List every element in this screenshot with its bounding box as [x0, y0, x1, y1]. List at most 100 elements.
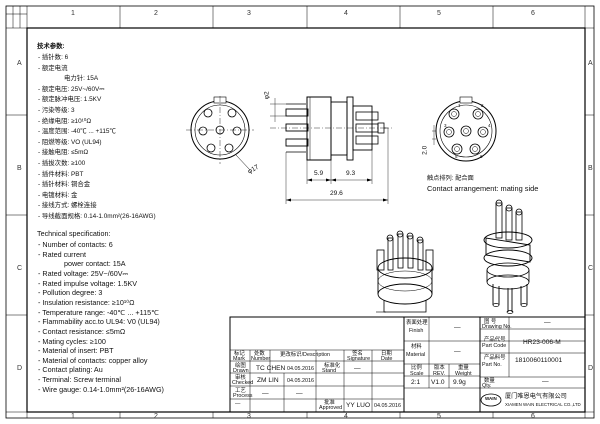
approved-date: 04.05.2016 — [374, 403, 401, 409]
isometric-view-top — [483, 199, 533, 314]
scale-label-cn: 比例 — [411, 365, 422, 371]
spec-en-line: - Rated impulse voltage: 1.5KV — [38, 278, 138, 288]
qty-label-cn: 数量 — [484, 378, 495, 384]
scale-value: 2:1 — [411, 379, 421, 386]
checked-date: 04.05.2016 — [287, 378, 314, 384]
spec-en-line: - Pollution degree: 3 — [38, 288, 103, 298]
contact-arrangement-view — [432, 96, 497, 162]
grid-row-label: C — [17, 265, 23, 272]
std-label-en: Stand — [322, 368, 337, 374]
dim-pin-pitch: φ2 — [263, 91, 271, 100]
grid-column-label: 1 — [71, 10, 75, 17]
partno-label-en: Part No. — [482, 362, 502, 368]
col-date-en: Date — [381, 356, 393, 362]
col-sig-cn: 签名 — [352, 351, 363, 357]
blank-label: — — [235, 401, 241, 407]
process-label-cn: 工艺 — [235, 388, 246, 394]
drawn-label-cn: 绘图 — [235, 363, 246, 369]
spec-cn-line: - 接触电阻: ≤5mΩ — [38, 149, 89, 157]
part-number-value: 1810060110001 — [515, 357, 563, 364]
dim-len-b: 9.3 — [346, 170, 356, 177]
outer-border — [5, 5, 595, 419]
spec-cn-line: - 额定电压: 25V~/60V⎓ — [38, 85, 105, 93]
process-date: — — [296, 390, 303, 397]
spec-cn-line: - 污染等级: 3 — [38, 107, 75, 114]
spec-cn-line: - 额定电流 — [38, 64, 68, 72]
dim-total: 29.6 — [330, 190, 343, 197]
approved-label-cn: 批准 — [324, 400, 335, 406]
spec-cn-line: - 绝缘电阻: ≥10¹⁰Ω — [38, 117, 92, 125]
company-logo: WAIN — [485, 396, 497, 401]
process-label-en: Process — [233, 393, 253, 399]
spec-en-line: - Material of insert: PBT — [38, 346, 114, 356]
code-label-cn: 产品代号 — [484, 337, 506, 343]
approved-name: YY LUO — [346, 402, 371, 409]
spec-en-title: Technical specification: — [37, 229, 111, 238]
dim-len-a: 5.9 — [314, 170, 324, 177]
dimension-lines — [285, 128, 389, 204]
grid-column-label: 5 — [437, 10, 441, 17]
spec-cn-line: - 导线截面规格: 0.14-1.0mm²(26-16AWG) — [38, 213, 156, 220]
spec-cn-line: - 阻燃等级: VO (UL94) — [38, 138, 102, 146]
front-view — [186, 96, 254, 171]
rev-label-cn: 版本 — [434, 365, 445, 371]
contact-arrangement-en: Contact arrangement: mating side — [427, 184, 539, 193]
spec-cn-line: 电力针: 15A — [64, 75, 99, 83]
isometric-view-center — [376, 230, 434, 313]
grid-row-label: B — [588, 165, 593, 172]
checked-label-en: Checked — [232, 380, 254, 386]
spec-cn-line: - 接线方式: 螺栓连接 — [38, 202, 97, 210]
company-name-cn: 厦门唯恩电气有限公司 — [505, 393, 567, 400]
weight-label-cn: 重量 — [458, 365, 469, 371]
grid-row-label: D — [17, 365, 23, 372]
side-view — [270, 96, 392, 161]
spec-en-line: - Temperature range: -40℃ ... +115℃ — [38, 307, 160, 317]
grid-column-label: 6 — [531, 10, 535, 17]
pin-number: 5 — [455, 154, 458, 159]
grid-row-label: B — [17, 165, 22, 172]
grid-ticks — [6, 6, 594, 418]
approved-label-en: Approved — [319, 405, 343, 411]
qty-value: — — [542, 378, 549, 385]
std-label-cn: 标准化 — [324, 363, 341, 369]
pin-number: 6 — [480, 154, 483, 159]
finish-value: — — [454, 324, 461, 331]
grid-column-label: 6 — [531, 413, 535, 420]
pin-number: 1 — [458, 103, 461, 108]
part-code-value: HR23-006-M — [523, 339, 561, 346]
spec-cn-line: - 电镀材料: 金 — [38, 191, 78, 199]
grid-column-label: 2 — [154, 10, 158, 17]
weight-value: 9.9g — [453, 379, 466, 386]
grid-column-label: 3 — [247, 413, 251, 420]
weight-label-en: Weight — [455, 371, 472, 377]
rev-label-en: REV. — [433, 371, 446, 377]
spec-cn-line: - 插针材料: 铜合金 — [38, 181, 91, 189]
spec-en-line: - Number of contacts: 6 — [38, 240, 113, 249]
drawing-label-en: Drawing No. — [482, 324, 512, 330]
spec-cn-line: - 额定脉冲电压: 1.5KV — [38, 96, 102, 104]
finish-label-cn: 表面处理 — [406, 320, 428, 326]
spec-en-line: - Material of contacts: copper alloy — [38, 355, 148, 365]
col-num-en: Number — [251, 356, 271, 362]
material-label-cn: 材料 — [411, 344, 422, 350]
grid-row-label: A — [588, 60, 593, 67]
spec-cn-line: - 插件材料: PBT — [38, 170, 84, 178]
title-block — [229, 316, 586, 413]
spec-cn-line: - 插拔次数: ≥100 — [38, 160, 86, 167]
col-mark-cn: 标记 — [234, 351, 245, 357]
partno-label-cn: 产品料号 — [484, 355, 506, 361]
grid-row-label: A — [17, 60, 22, 67]
drawn-name: TC CHEN — [256, 365, 286, 372]
process-name: — — [262, 390, 269, 397]
drawn-date: 04.05.2016 — [287, 366, 314, 372]
spec-en-line: - Rated voltage: 25V~/60V⎓ — [38, 268, 129, 278]
grid-column-label: 3 — [247, 10, 251, 17]
grid-row-label: D — [588, 365, 594, 372]
spec-cn-title: 技术参数: — [37, 43, 65, 50]
spec-en-line: - Contact resistance: ≤5mΩ — [38, 326, 126, 336]
rev-value: V1.0 — [431, 379, 445, 386]
checked-label-cn: 审核 — [235, 375, 246, 381]
grid-column-label: 1 — [71, 413, 75, 420]
spec-en-line: - Contact plating: Au — [38, 365, 103, 375]
